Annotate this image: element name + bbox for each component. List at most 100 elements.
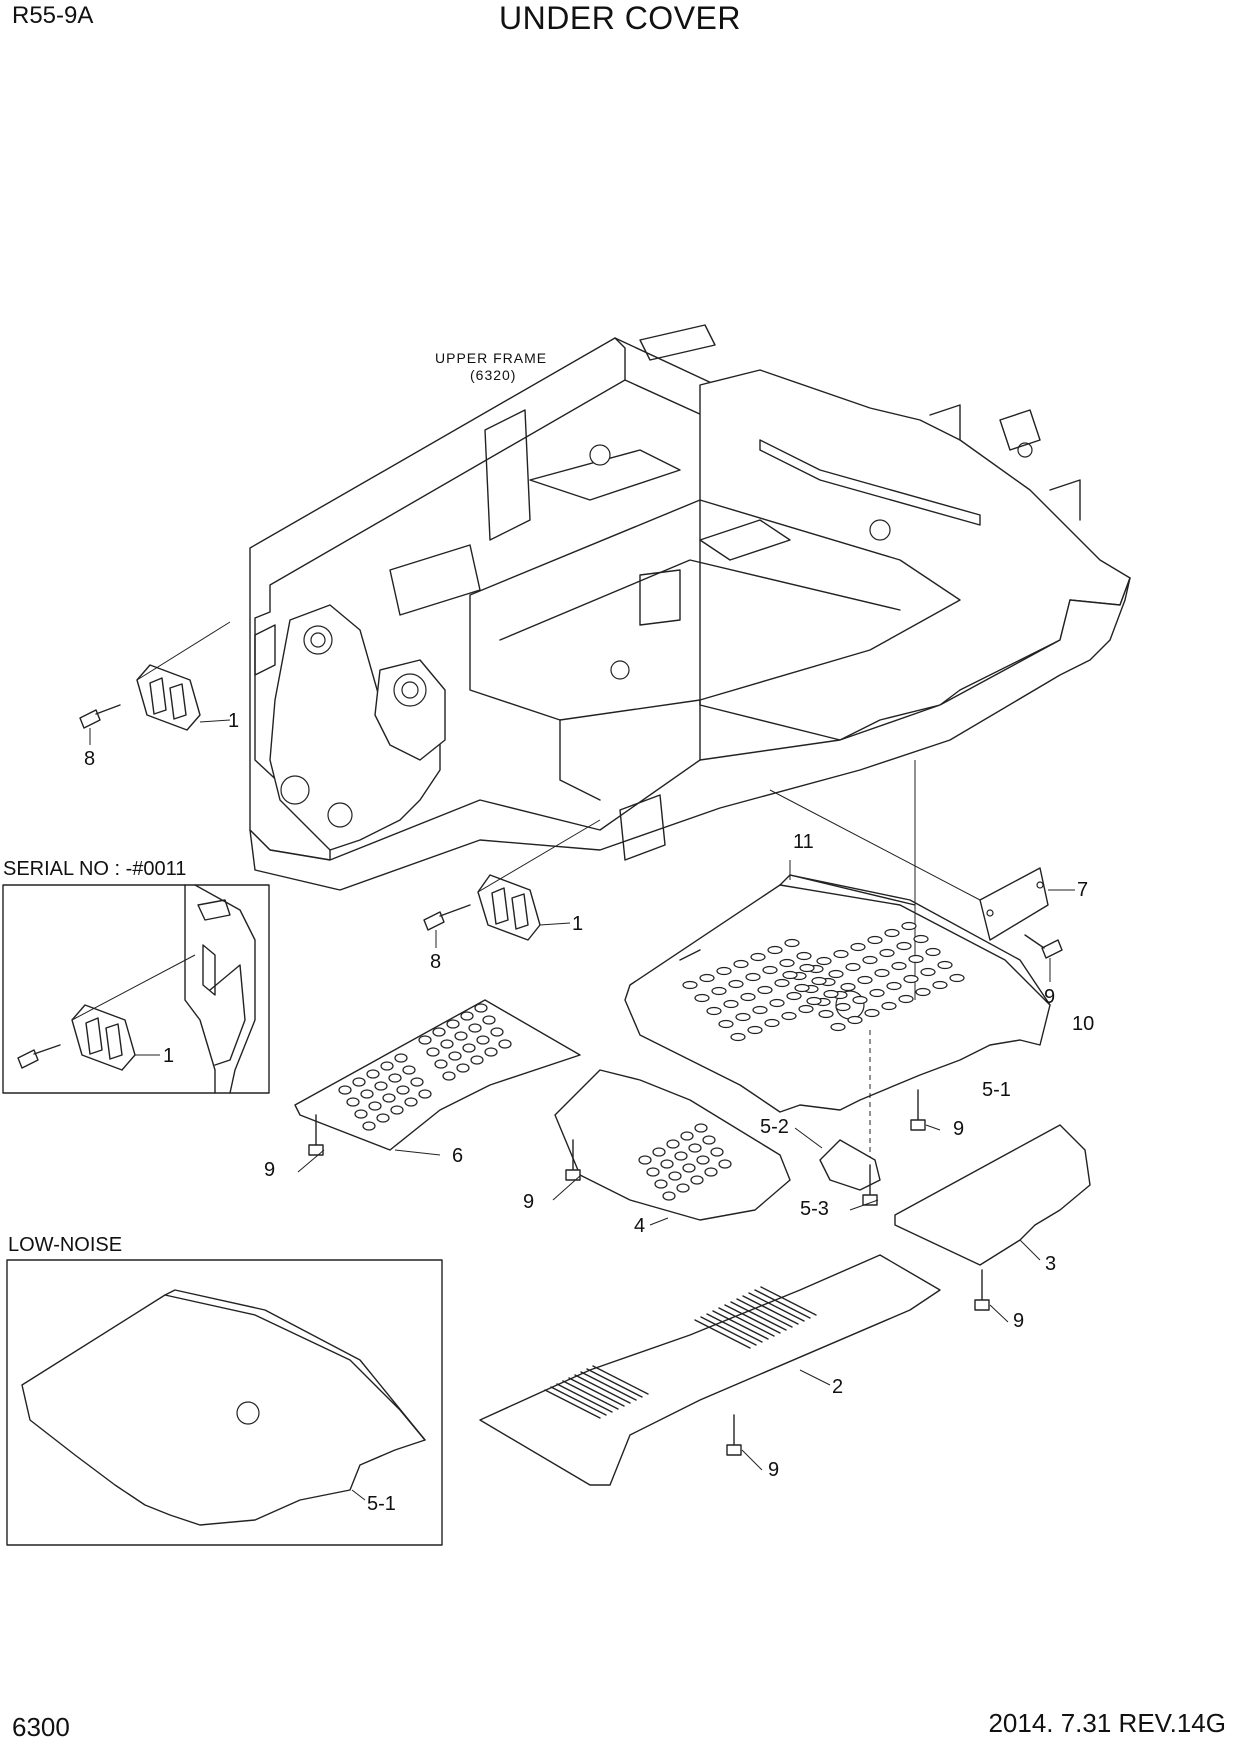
perforation-hole: [891, 961, 907, 971]
perforation-hole: [823, 989, 839, 999]
perforation-hole: [896, 941, 912, 951]
perforation-hole: [716, 966, 732, 976]
callout-9-cover6: 9: [264, 1159, 275, 1181]
perforation-hole: [490, 1027, 504, 1037]
bolt-head: [308, 1144, 324, 1156]
upper-frame-ref: (6320): [470, 367, 516, 383]
plate-7: [769, 789, 1075, 982]
callout-2: 2: [832, 1376, 843, 1398]
perforation-hole: [704, 1167, 718, 1177]
callout-9-plate7: 9: [1044, 986, 1055, 1008]
perforation-hole: [852, 995, 868, 1005]
perforation-hole: [903, 974, 919, 984]
perforation-hole: [879, 948, 895, 958]
vent-slot: [586, 1368, 643, 1398]
perforation-hole: [388, 1073, 402, 1083]
vent-slot: [694, 1319, 751, 1349]
perforation-hole: [662, 1191, 676, 1201]
vent-slot: [580, 1371, 637, 1401]
revision-date: 2014. 7.31 REV.14G: [988, 1708, 1226, 1738]
perforation-hole: [434, 1059, 448, 1069]
perforation-hole: [368, 1101, 382, 1111]
perforation-hole: [484, 1047, 498, 1057]
cover-1-lower: [423, 819, 601, 948]
perforation-hole: [474, 1003, 488, 1013]
perforation-hole: [915, 987, 931, 997]
perforation-hole: [723, 999, 739, 1009]
vent-slot: [550, 1386, 607, 1416]
vent-slot: [760, 1286, 817, 1316]
perforation-hole: [816, 956, 832, 966]
perforation-hole: [666, 1139, 680, 1149]
leader-line: [849, 1199, 879, 1211]
perforation-hole: [718, 1019, 734, 1029]
callout-11: 11: [793, 831, 814, 853]
vent-slot: [700, 1316, 757, 1346]
upper-frame-label: UPPER FRAME: [435, 350, 547, 366]
low-noise-inset-caption: LOW-NOISE: [8, 1234, 123, 1256]
perforation-hole: [426, 1047, 440, 1057]
perforation-hole: [811, 976, 827, 986]
perforation-hole: [949, 973, 965, 983]
perforation-hole: [396, 1085, 410, 1095]
callout-5-1-main: 5-1: [982, 1079, 1011, 1101]
perforation-pattern-6: [338, 1003, 512, 1131]
perforation-hole: [352, 1077, 366, 1087]
callout-3: 3: [1045, 1253, 1056, 1275]
bolt-head: [862, 1194, 878, 1206]
perforation-hole: [646, 1167, 660, 1177]
perforation-hole: [764, 1018, 780, 1028]
perforation-hole: [920, 967, 936, 977]
perforation-hole: [901, 921, 917, 931]
perforation-hole: [932, 980, 948, 990]
perforation-hole: [668, 1171, 682, 1181]
perforation-hole: [410, 1077, 424, 1087]
perforation-hole: [847, 1015, 863, 1025]
perforation-hole: [360, 1089, 374, 1099]
bolt-head: [974, 1299, 990, 1311]
perforation-hole: [833, 949, 849, 959]
perforation-hole: [830, 1022, 846, 1032]
perforation-hole: [728, 979, 744, 989]
perforation-hole: [442, 1071, 456, 1081]
vent-slot: [748, 1292, 805, 1322]
perforation-hole: [781, 1011, 797, 1021]
perforation-hole: [462, 1043, 476, 1053]
perforation-hole: [660, 1159, 674, 1169]
perforation-hole: [925, 947, 941, 957]
perforation-hole: [699, 973, 715, 983]
perforation-hole: [432, 1027, 446, 1037]
perforation-hole: [470, 1055, 484, 1065]
perforation-hole: [747, 1025, 763, 1035]
callout-1-serial: 1: [163, 1045, 174, 1067]
perforation-hole: [690, 1175, 704, 1185]
perforation-hole: [402, 1065, 416, 1075]
callout-5-3: 5-3: [800, 1198, 829, 1220]
perforation-hole: [799, 963, 815, 973]
perforation-hole: [757, 985, 773, 995]
perforation-hole: [750, 952, 766, 962]
perforation-hole: [767, 945, 783, 955]
perforation-hole: [874, 968, 890, 978]
bolt-head: [910, 1119, 926, 1131]
serial-inset-caption: SERIAL NO : -#0011: [3, 858, 187, 880]
callout-9-cover3: 9: [1013, 1310, 1024, 1332]
perforation-hole: [456, 1063, 470, 1073]
plate-5-2: [794, 1127, 881, 1191]
vent-slot: [706, 1313, 763, 1343]
perforation-hole: [762, 965, 778, 975]
perforation-hole: [886, 981, 902, 991]
perforation-hole: [710, 1147, 724, 1157]
vent-slot: [718, 1307, 775, 1337]
callout-10: 10: [1072, 1013, 1094, 1035]
perforation-hole: [702, 1135, 716, 1145]
perforation-hole: [869, 988, 885, 998]
model-code: R55-9A: [12, 2, 94, 29]
perforation-hole: [460, 1011, 474, 1021]
callout-5-2: 5-2: [760, 1116, 789, 1138]
perforation-hole: [454, 1031, 468, 1041]
perforation-hole: [884, 928, 900, 938]
perforation-hole: [476, 1035, 490, 1045]
vent-slot: [730, 1301, 787, 1331]
low-noise-inset: [6, 1259, 443, 1546]
